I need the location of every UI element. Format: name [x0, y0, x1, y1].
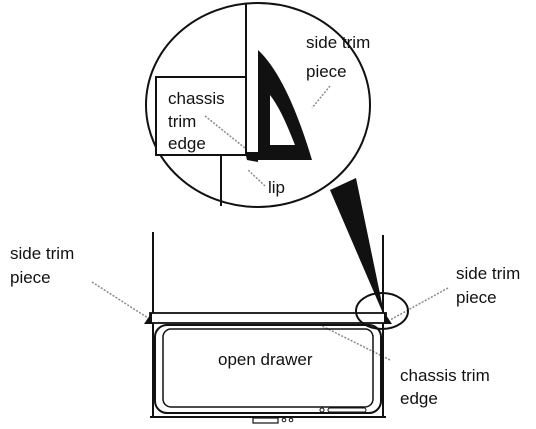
left-side-trim-label-line2: piece — [10, 268, 51, 287]
leader-left-side-trim — [91, 281, 149, 319]
leader-inset-side-trim — [311, 85, 331, 109]
drawer-latch-slot — [327, 407, 367, 413]
drawer-inner-frame — [162, 328, 374, 408]
right-side-trim-label-line1: side trim — [456, 264, 520, 283]
left-side-trim-piece — [144, 312, 152, 324]
drawer-latch-knob — [319, 407, 325, 413]
right-side-trim-label-line2: piece — [456, 288, 497, 307]
chassis-trim-edge-box — [155, 76, 247, 156]
drawer-label: open drawer — [218, 350, 313, 369]
drawer-knob-1 — [281, 417, 287, 423]
right-side-trim-piece — [384, 312, 392, 324]
inset-side-trim-label-line2: piece — [306, 62, 347, 81]
inset-chassis-trim-label-line1: chassis — [168, 89, 225, 108]
leader-lines — [91, 85, 449, 361]
side-trim-piece-profile — [258, 50, 312, 160]
inset-chassis-trim-label-line3: edge — [168, 134, 206, 153]
magnified-detail — [155, 4, 312, 206]
detail-location-circle — [355, 292, 409, 330]
magnifier-callout-tail — [330, 178, 385, 318]
left-side-trim-label-line1: side trim — [10, 244, 74, 263]
leader-inset-chassis-edge — [204, 115, 246, 149]
inset-side-trim-label-line1: side trim — [306, 33, 370, 52]
leader-inset-lip — [247, 169, 266, 187]
chassis-trim-edge-bar — [149, 312, 387, 324]
leader-chassis-trim-edge — [321, 325, 391, 361]
drawer-handle-slot — [252, 417, 279, 424]
leader-right-side-trim — [389, 287, 449, 321]
open-drawer — [150, 324, 386, 424]
cabinet-body — [152, 232, 384, 417]
drawer-outer-frame — [154, 324, 382, 414]
inset-lip-label: lip — [268, 178, 285, 197]
inset-chassis-trim-label-line2: trim — [168, 112, 196, 131]
chassis-trim-edge-label-line2: edge — [400, 389, 438, 408]
drawer-knob-2 — [288, 417, 294, 423]
chassis-trim-edge-label-line1: chassis trim — [400, 366, 490, 385]
lip-shape — [245, 152, 258, 162]
